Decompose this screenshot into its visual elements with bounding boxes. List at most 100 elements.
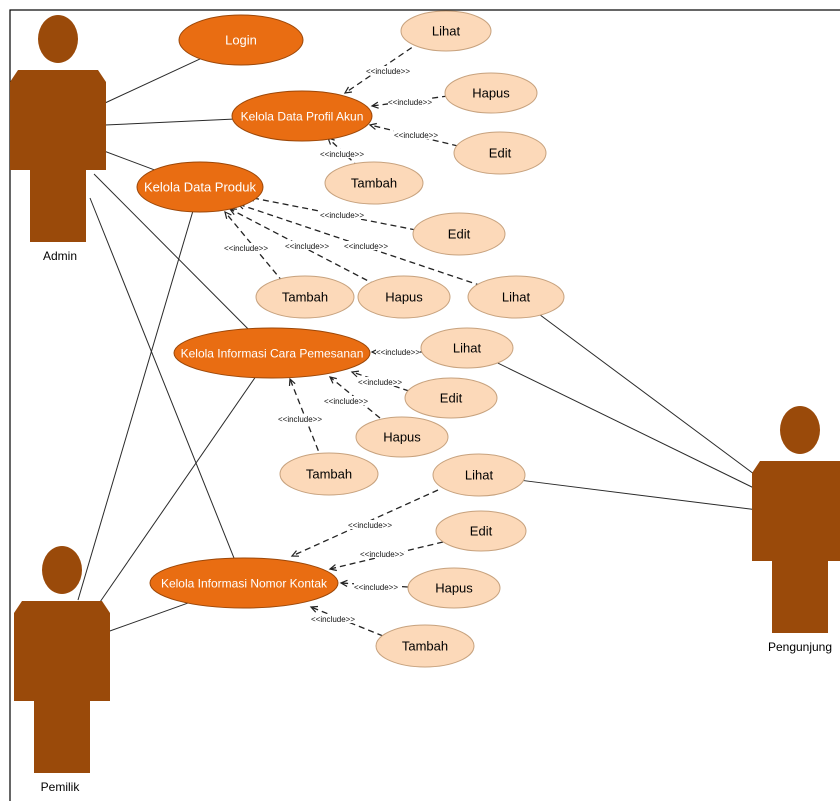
include-c_tambah-pemesanan: <<include>> [278, 377, 323, 461]
use-case-ellipse [178, 14, 304, 66]
association-admin-kontak [89, 197, 235, 559]
use-case-kontak[interactable]: Kelola Informasi Nomor Kontak [149, 557, 339, 609]
include-k_edit-kontak: <<include>> [328, 541, 444, 572]
use-case-label: Lihat [453, 341, 482, 356]
include-label: <<include>> [388, 98, 432, 107]
use-case-k_lihat[interactable]: Lihat [432, 453, 526, 497]
use-case-label: Kelola Informasi Cara Pemesanan [181, 347, 364, 361]
actor-head [42, 546, 82, 594]
association-layer [77, 58, 759, 633]
include-line [371, 95, 449, 107]
include-p_hapus-profil: <<include>> [370, 95, 449, 109]
include-d_tambah-produk: <<include>> [224, 210, 284, 283]
use-case-p_tambah[interactable]: Tambah [324, 161, 424, 205]
use-case-p_edit[interactable]: Edit [453, 131, 547, 175]
association-admin-profil [104, 118, 233, 126]
association-pemilik-produk [77, 211, 194, 601]
use-case-label: Tambah [351, 176, 397, 191]
include-arrowhead [328, 564, 337, 572]
include-line [310, 606, 384, 637]
include-label-bg [344, 241, 388, 250]
actor-body [10, 70, 106, 242]
use-case-label: Kelola Data Produk [144, 180, 257, 195]
include-arrowhead [370, 101, 379, 109]
use-case-c_edit[interactable]: Edit [404, 377, 498, 419]
include-p_lihat-profil: <<include>> [343, 41, 421, 94]
include-label: <<include>> [376, 348, 420, 357]
use-case-label: Tambah [306, 467, 352, 482]
use-case-ellipse [357, 275, 451, 319]
include-arrowhead [368, 122, 377, 130]
use-case-ellipse [453, 131, 547, 175]
include-arrowhead [328, 376, 337, 384]
use-case-p_lihat[interactable]: Lihat [400, 10, 492, 52]
include-label: <<include>> [358, 378, 402, 387]
actor-admin[interactable]: Admin [10, 15, 106, 263]
use-case-ellipse [255, 275, 355, 319]
use-case-ellipse [149, 557, 339, 609]
include-layer: <<include>><<include>><<include>><<inclu… [224, 41, 492, 637]
include-arrowhead [339, 579, 348, 587]
use-case-label: Edit [470, 524, 493, 539]
include-label-bg [324, 396, 368, 405]
include-label-bg [360, 549, 404, 558]
use-case-ellipse [467, 275, 565, 319]
include-label: <<include>> [354, 583, 398, 592]
use-case-d_lihat[interactable]: Lihat [467, 275, 565, 319]
include-arrowhead [343, 86, 353, 94]
use-case-label: Hapus [383, 430, 421, 445]
include-p_edit-profil: <<include>> [368, 122, 459, 147]
include-label-bg [320, 210, 364, 219]
use-case-label: Edit [489, 146, 512, 161]
use-case-k_hapus[interactable]: Hapus [407, 567, 501, 609]
use-case-p_hapus[interactable]: Hapus [444, 72, 538, 114]
use-case-d_hapus[interactable]: Hapus [357, 275, 451, 319]
use-case-d_edit[interactable]: Edit [412, 212, 506, 256]
use-case-label: Edit [440, 391, 463, 406]
include-label-bg [366, 66, 410, 75]
include-label-bg [376, 347, 420, 356]
association-pengunjung-d_lihat [540, 314, 759, 478]
include-c_edit-pemesanan: <<include>> [350, 370, 410, 392]
use-case-label: Kelola Data Profil Akun [241, 110, 364, 124]
use-case-label: Kelola Informasi Nomor Kontak [161, 577, 328, 591]
use-case-c_lihat[interactable]: Lihat [420, 327, 514, 369]
association-admin-pemesanan [93, 173, 249, 330]
include-arrowhead [309, 605, 319, 613]
use-case-label: Login [225, 33, 257, 48]
use-case-k_edit[interactable]: Edit [435, 510, 527, 552]
include-c_hapus-pemesanan: <<include>> [324, 376, 381, 419]
use-case-produk[interactable]: Kelola Data Produk [136, 161, 264, 213]
use-case-ellipse [279, 452, 379, 496]
include-k_hapus-kontak: <<include>> [339, 579, 409, 592]
use-case-ellipse [407, 567, 501, 609]
include-label: <<include>> [324, 397, 368, 406]
include-arrowhead [228, 208, 238, 215]
include-label-bg [224, 243, 268, 252]
use-case-ellipse [400, 10, 492, 52]
use-case-c_hapus[interactable]: Hapus [355, 416, 449, 458]
association-pemilik-kontak [106, 602, 189, 633]
actor-body [14, 601, 110, 773]
include-c_lihat-pemesanan: <<include>> [370, 347, 423, 357]
use-case-pemesanan[interactable]: Kelola Informasi Cara Pemesanan [173, 327, 371, 379]
use-case-ellipse [324, 161, 424, 205]
actor-pemilik[interactable]: Pemilik [14, 546, 110, 794]
use-case-c_tambah[interactable]: Tambah [279, 452, 379, 496]
use-case-label: Lihat [432, 24, 461, 39]
use-case-ellipse [231, 90, 373, 142]
use-case-ellipse [435, 510, 527, 552]
use-case-login[interactable]: Login [178, 14, 304, 66]
actor-pengunjung[interactable]: Pengunjung [752, 406, 840, 654]
use-case-profil[interactable]: Kelola Data Profil Akun [231, 90, 373, 142]
actor-label: Admin [43, 249, 77, 263]
include-label-bg [311, 614, 355, 623]
include-arrowhead [224, 210, 232, 219]
include-label: <<include>> [224, 244, 268, 253]
include-arrowhead [288, 377, 296, 387]
use-case-ellipse [375, 624, 475, 668]
include-k_lihat-kontak: <<include>> [290, 489, 439, 557]
use-case-k_tambah[interactable]: Tambah [375, 624, 475, 668]
use-case-d_tambah[interactable]: Tambah [255, 275, 355, 319]
